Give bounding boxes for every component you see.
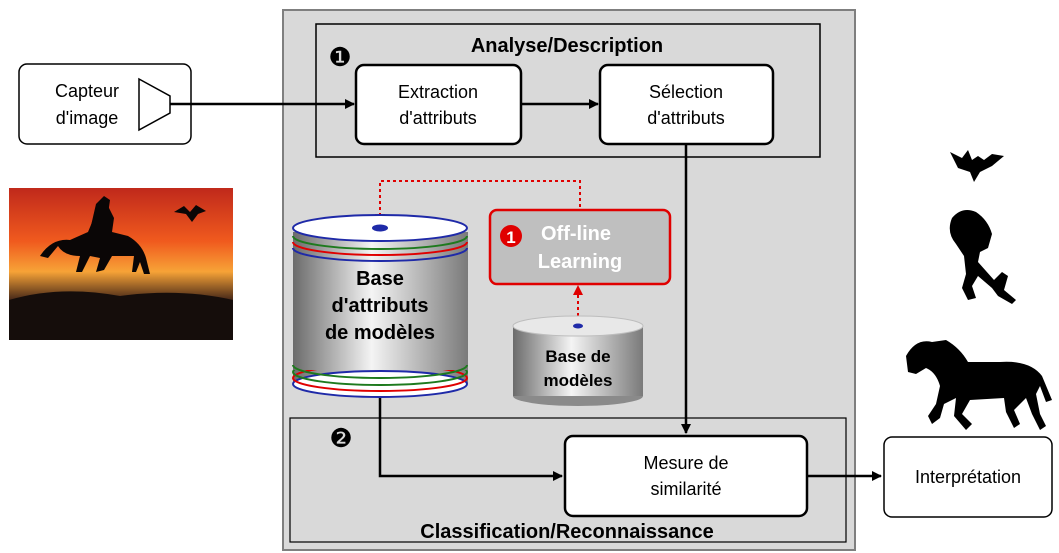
selection-line2: d'attributs bbox=[647, 108, 724, 128]
attribute-database-cylinder bbox=[292, 214, 468, 398]
models-database-line1: Base de bbox=[545, 347, 610, 366]
selection-line1: Sélection bbox=[649, 82, 723, 102]
classification-title: Classification/Reconnaissance bbox=[420, 521, 713, 543]
attribute-database-line2: d'attributs bbox=[332, 295, 429, 317]
models-database-line2: modèles bbox=[544, 371, 613, 390]
classification-marker: ❷ bbox=[329, 423, 352, 453]
offline-marker-circle bbox=[500, 225, 522, 247]
interpretation-box bbox=[883, 436, 1053, 518]
similarity-line1: Mesure de bbox=[643, 453, 728, 473]
analysis-marker: ❶ bbox=[328, 42, 351, 72]
similarity-line2: similarité bbox=[650, 479, 721, 499]
offline-line2: Learning bbox=[538, 251, 622, 273]
models-database-cylinder bbox=[512, 315, 644, 406]
analysis-title: Analyse/Description bbox=[471, 35, 663, 57]
attribute-database-line3: de modèles bbox=[325, 322, 435, 344]
attribute-database-line1: Base bbox=[356, 268, 404, 290]
offline-line1: Off-line bbox=[541, 223, 611, 245]
extraction-line2: d'attributs bbox=[399, 108, 476, 128]
bat-silhouette bbox=[950, 150, 1004, 182]
human-silhouette bbox=[949, 210, 1016, 304]
sensor-line1: Capteur bbox=[55, 81, 119, 101]
dotted-offline-to-database bbox=[375, 180, 581, 224]
extraction-box bbox=[354, 63, 523, 146]
selection-box bbox=[598, 63, 775, 146]
offline-learning-box bbox=[488, 208, 672, 286]
offline-marker: 1 bbox=[506, 228, 515, 247]
extraction-line1: Extraction bbox=[398, 82, 478, 102]
sunset-photo bbox=[9, 188, 233, 340]
arrow-database-similarity bbox=[378, 398, 563, 481]
sensor-icon bbox=[138, 77, 171, 132]
interpretation-label: Interprétation bbox=[915, 467, 1021, 487]
horse-silhouette bbox=[906, 340, 1052, 430]
similarity-box bbox=[563, 434, 809, 518]
sensor-line2: d'image bbox=[56, 108, 118, 128]
